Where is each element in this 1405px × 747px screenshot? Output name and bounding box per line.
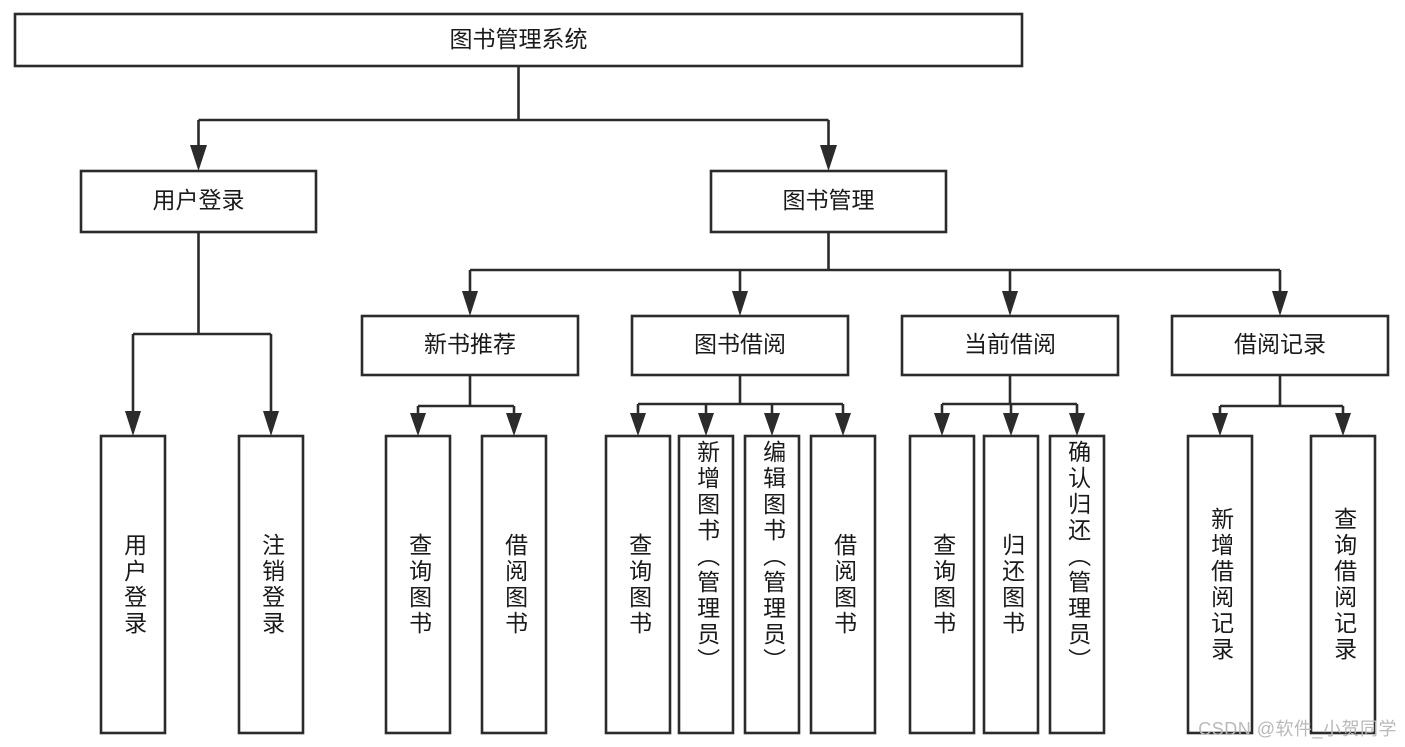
leaf-add-record-box[interactable] [1186, 434, 1254, 735]
node-user-login-box[interactable] [79, 169, 318, 234]
node-book-manage[interactable]: 图书管理 [709, 169, 948, 234]
node-root[interactable]: 图书管理系统 [13, 12, 1024, 68]
connector-group-user-login-to-leaves [125, 232, 279, 436]
connector-group-new-book-recommend-to-leaves [410, 375, 522, 436]
connector-group-current-borrow-to-leaves [934, 375, 1085, 436]
node-borrow-record-box[interactable] [1170, 314, 1390, 377]
leaf-query-record-box[interactable] [1309, 434, 1377, 735]
node-book-borrow[interactable]: 图书借阅 [630, 314, 850, 377]
connector-group-book-borrow-to-leaves [630, 375, 851, 436]
leaf-user-login-box[interactable] [99, 434, 167, 735]
node-current-borrow-box[interactable] [900, 314, 1120, 377]
leaf-return-book-box[interactable] [982, 434, 1040, 735]
arrowhead-book-borrow [732, 291, 748, 316]
arrowhead-leaf-query-book-3 [934, 413, 950, 436]
node-current-borrow[interactable]: 当前借阅 [900, 314, 1120, 377]
node-borrow-record[interactable]: 借阅记录 [1170, 314, 1390, 377]
node-user-login-label: 用户登录 [153, 187, 245, 213]
node-new-book-recommend[interactable]: 新书推荐 [360, 314, 580, 377]
arrowhead-leaf-add-book [698, 413, 714, 436]
leaf-borrow-book-2-box[interactable] [809, 434, 877, 735]
arrowhead-leaf-logout [263, 411, 279, 436]
leaf-boxes [99, 434, 1377, 735]
connector-group-book-manage-to-level3 [462, 232, 1288, 316]
arrowhead-leaf-query-book-1 [410, 413, 426, 436]
connector-group-root-to-level2 [190, 66, 837, 171]
leaf-borrow-book-1-box[interactable] [480, 434, 548, 735]
arrowhead-leaf-confirm-return [1069, 413, 1085, 436]
node-new-book-recommend-box[interactable] [360, 314, 580, 377]
arrowhead-borrow-record [1272, 291, 1288, 316]
node-book-manage-label: 图书管理 [783, 187, 875, 213]
node-borrow-record-label: 借阅记录 [1234, 331, 1326, 357]
node-root-box[interactable] [13, 12, 1024, 68]
arrowhead-leaf-edit-book [764, 413, 780, 436]
connector-group-borrow-record-to-leaves [1212, 375, 1351, 436]
node-new-book-recommend-label: 新书推荐 [424, 331, 516, 357]
arrowhead-leaf-borrow-book-2 [835, 413, 851, 436]
leaf-logout-box[interactable] [237, 434, 305, 735]
node-current-borrow-label: 当前借阅 [964, 331, 1056, 357]
arrowhead-leaf-query-record [1335, 413, 1351, 436]
node-book-manage-box[interactable] [709, 169, 948, 234]
arrowhead-user-login [190, 145, 207, 171]
arrowhead-new-book-recommend [462, 291, 478, 316]
leaf-query-book-3-box[interactable] [908, 434, 976, 735]
arrowhead-leaf-query-book-2 [630, 413, 646, 436]
arrowhead-leaf-return-book [1003, 413, 1019, 436]
leaf-add-book-box[interactable] [677, 434, 735, 735]
arrowhead-leaf-user-login [125, 411, 141, 436]
arrowhead-current-borrow [1002, 291, 1018, 316]
leaf-query-book-1-box[interactable] [384, 434, 452, 735]
node-book-borrow-box[interactable] [630, 314, 850, 377]
node-book-borrow-label: 图书借阅 [694, 331, 786, 357]
node-root-label: 图书管理系统 [450, 26, 588, 52]
arrowhead-book-manage [820, 145, 837, 171]
arrowhead-leaf-borrow-book-1 [506, 413, 522, 436]
leaf-confirm-return-box[interactable] [1048, 434, 1106, 735]
leaf-query-book-2-box[interactable] [604, 434, 672, 735]
arrowhead-leaf-add-record [1212, 413, 1228, 436]
leaf-edit-book-box[interactable] [743, 434, 801, 735]
csdn-watermark: CSDN @软件_小贺同学 [1198, 719, 1397, 739]
node-user-login[interactable]: 用户登录 [79, 169, 318, 234]
